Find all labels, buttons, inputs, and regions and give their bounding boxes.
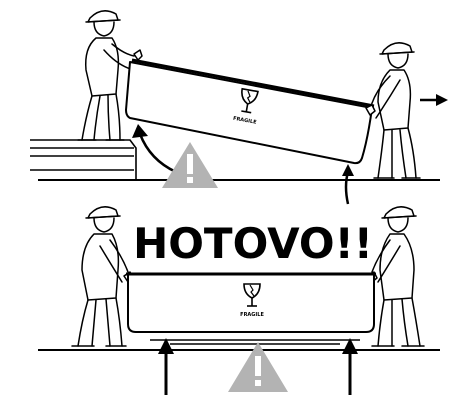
tilted-box: FRAGILE xyxy=(126,60,374,163)
up-arrow-icon xyxy=(158,338,174,395)
right-arrow-icon xyxy=(420,94,448,106)
left-worker-bottom xyxy=(72,207,133,346)
up-arrow-icon xyxy=(342,164,354,204)
motion-lines xyxy=(150,340,360,344)
headline: HOTOVO!! xyxy=(133,219,373,268)
right-worker-bottom xyxy=(368,207,424,346)
level-box: FRAGILE xyxy=(126,274,376,344)
up-arrow-icon xyxy=(342,338,358,395)
right-worker-top xyxy=(366,43,420,178)
top-panel: FRAGILE xyxy=(30,11,448,204)
warning-triangle-icon xyxy=(162,142,218,188)
curved-arrow-icon xyxy=(132,124,176,172)
step-platform xyxy=(30,140,136,180)
fragile-label-bottom: FRAGILE xyxy=(240,312,264,318)
